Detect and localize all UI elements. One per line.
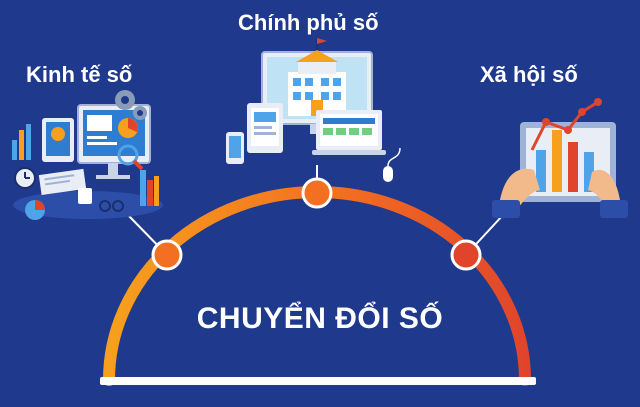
base-line bbox=[100, 377, 536, 385]
label-digital-economy: Kinh tế số bbox=[26, 62, 133, 87]
label-digital-society: Xã hội số bbox=[480, 62, 578, 87]
chart-hands-tablet-icon bbox=[492, 98, 628, 218]
economy-illustration-icon bbox=[12, 90, 163, 220]
node-top bbox=[301, 177, 333, 209]
government-building-icon bbox=[226, 38, 401, 182]
node-right bbox=[450, 239, 482, 271]
node-left bbox=[151, 239, 183, 271]
label-digital-government: Chính phủ số bbox=[238, 10, 379, 35]
center-title: CHUYỂN ĐỔI SỐ bbox=[196, 302, 444, 335]
transformation-arc bbox=[103, 186, 531, 386]
